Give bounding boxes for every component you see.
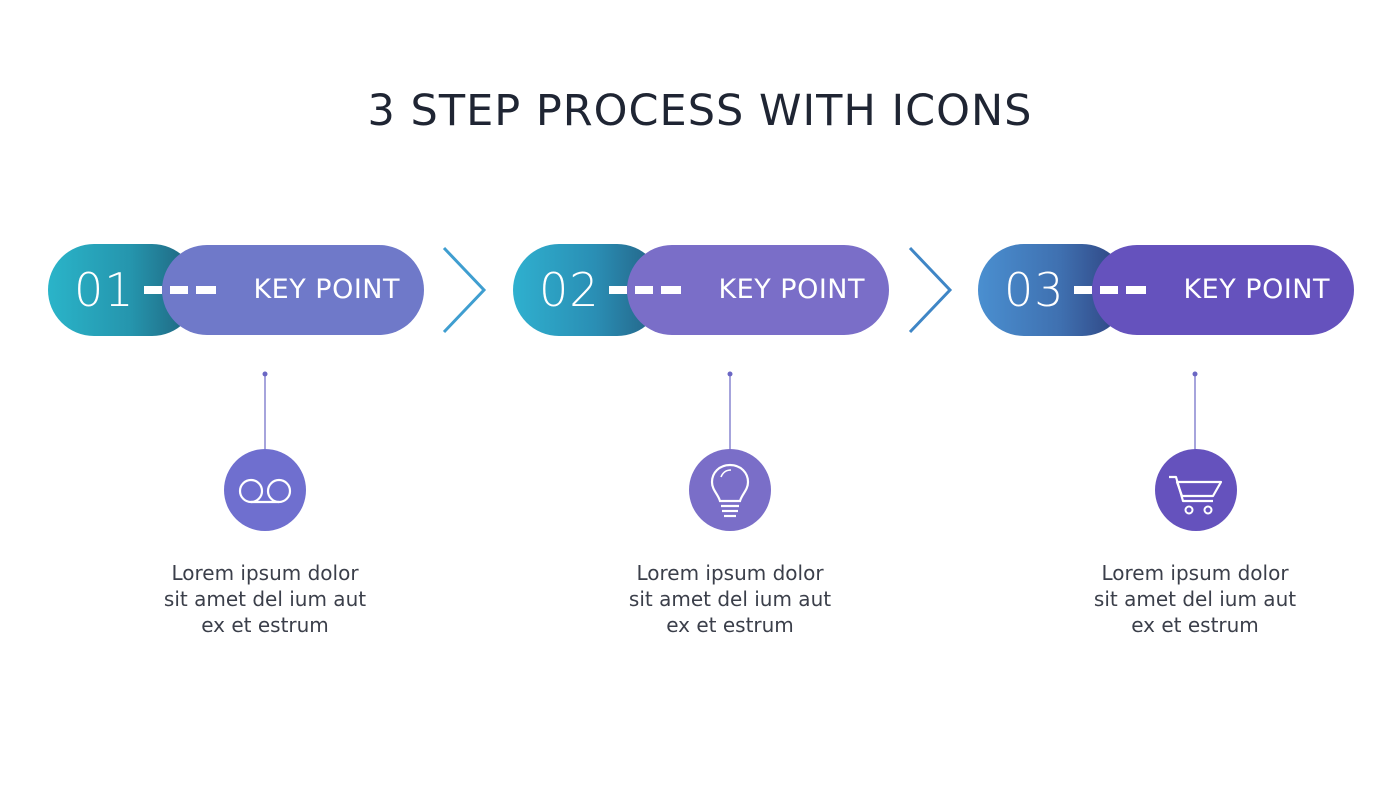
dash-connector <box>1074 286 1092 294</box>
description-line: ex et estrum <box>666 613 794 637</box>
dash-connector <box>609 286 627 294</box>
lightbulb-icon <box>710 463 750 518</box>
step-2: 02 KEY POINT <box>513 244 889 336</box>
dash-connector <box>635 286 653 294</box>
connector-line <box>1192 371 1198 452</box>
step-number-2: 02 <box>513 244 663 336</box>
description-line: Lorem ipsum dolor <box>636 561 824 585</box>
connector-line <box>262 371 268 452</box>
dash-connector <box>1126 286 1146 294</box>
shopping-cart-icon <box>1169 475 1223 515</box>
description-line: ex et estrum <box>201 613 329 637</box>
step-icon-circle-1 <box>224 449 306 531</box>
chevron-right-icon <box>908 246 953 334</box>
description-line: sit amet del ium aut <box>1093 587 1297 611</box>
chevron-right-icon <box>442 246 487 334</box>
step-description-1: Lorem ipsum dolor sit amet del ium aut e… <box>135 560 395 638</box>
dash-connector <box>661 286 681 294</box>
step-icon-circle-3 <box>1155 449 1237 531</box>
step-label-2: KEY POINT <box>627 245 889 335</box>
description-line: Lorem ipsum dolor <box>1101 561 1289 585</box>
description-line: Lorem ipsum dolor <box>171 561 359 585</box>
step-3: 03 KEY POINT <box>978 244 1354 336</box>
step-description-2: Lorem ipsum dolor sit amet del ium aut e… <box>600 560 860 638</box>
description-line: ex et estrum <box>1131 613 1259 637</box>
step-icon-circle-2 <box>689 449 771 531</box>
dash-connector <box>170 286 188 294</box>
step-1: 01 KEY POINT <box>48 244 424 336</box>
description-line: sit amet del ium aut <box>163 587 367 611</box>
page-title: 3 STEP PROCESS WITH ICONS <box>367 86 1033 136</box>
voicemail-icon <box>238 478 292 504</box>
connector-line <box>727 371 733 452</box>
step-description-3: Lorem ipsum dolor sit amet del ium aut e… <box>1065 560 1325 638</box>
dash-connector <box>1100 286 1118 294</box>
description-line: sit amet del ium aut <box>628 587 832 611</box>
dash-connector <box>196 286 216 294</box>
dash-connector <box>144 286 162 294</box>
